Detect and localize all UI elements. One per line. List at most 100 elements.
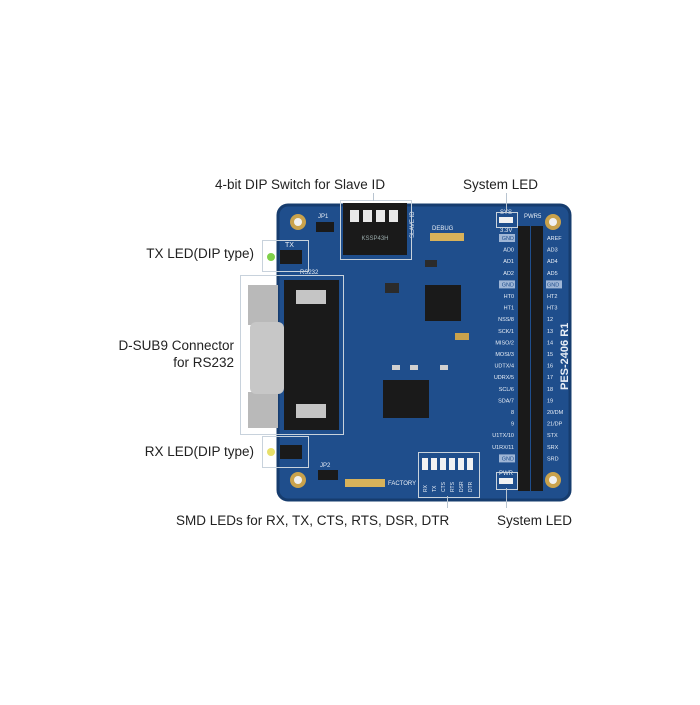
dip-switch-label: KSSP43H [361, 236, 388, 242]
mounting-hole-top-left-icon [290, 214, 306, 230]
right-header-pin-label-gnd-box [546, 280, 562, 289]
right-header-pin-label: 17 [547, 375, 553, 381]
left-header-pin-label: SCK/1 [498, 329, 514, 335]
callout-system-led-bottom: System LED [497, 513, 573, 528]
mounting-hole-bottom-left-icon [290, 472, 306, 488]
system-led-bottom-leader [506, 488, 507, 508]
pwr-label: PWR [499, 471, 514, 477]
dip-switch-leader [373, 193, 374, 201]
left-header-labels: GNDAD0AD1AD2GNDHT0HT1NSS/8SCK/1MISO/2MOS… [492, 234, 515, 463]
pwr5-label: PWR5 [524, 214, 542, 220]
right-header-pin-label: 20/DM [547, 410, 564, 416]
callout-system-led-top: System LED [463, 177, 539, 192]
right-pin-header [531, 226, 543, 491]
right-header-pin-label: STX [547, 433, 558, 439]
right-header-pin-label: 14 [547, 340, 553, 346]
right-header-pin-label: AD3 [547, 248, 558, 254]
transceiver-chip [383, 380, 429, 418]
left-header-pin-label-gnd-box [499, 454, 515, 463]
v33-label: 3.3V [500, 228, 512, 234]
smd-led-row [422, 458, 473, 470]
mounting-hole-top-right-icon [545, 214, 561, 230]
right-header-pin-label: 19 [547, 398, 553, 404]
right-header-pin-label: AREF [547, 236, 562, 242]
callout-dsub9: D-SUB9 Connector for RS232 [86, 337, 234, 371]
left-header-pin-label: UDRX/5 [494, 375, 514, 381]
system-led-bottom-icon [499, 478, 513, 484]
left-header-pin-label: U1RX/11 [492, 445, 514, 451]
jp1-label: JP1 [318, 214, 329, 220]
left-header-pin-label: U1TX/10 [492, 433, 514, 439]
left-header-pin-label: SDA/7 [498, 398, 514, 404]
jp1-header [316, 222, 334, 232]
smd-leds-frame [418, 452, 480, 498]
left-header-pin-label: AD1 [503, 259, 514, 265]
callout-smd-leds: SMD LEDs for RX, TX, CTS, RTS, DSR, DTR [176, 513, 450, 528]
right-header-pin-label: 18 [547, 387, 553, 393]
right-header-pin-label: SRD [547, 456, 559, 462]
smd-led-label-rts: RTS [450, 481, 456, 492]
smd-led-label-rx: RX [423, 484, 429, 492]
callout-dsub9-line2: for RS232 [173, 355, 234, 370]
callout-dsub9-line1: D-SUB9 Connector [118, 338, 234, 353]
right-header-pin-label: 21/DP [547, 422, 563, 428]
smd-led-label-dtr: DTR [468, 481, 474, 492]
slave-id-label: SLAVE ID [410, 211, 416, 238]
dip-switch-frame [340, 200, 412, 260]
crystal [455, 333, 469, 340]
jp2-label: JP2 [320, 463, 331, 469]
right-header-pin-label: HT2 [547, 294, 557, 300]
factory-label: FACTORY [388, 481, 416, 487]
factory-header [345, 479, 385, 487]
left-header-pin-label: NSS/8 [498, 317, 514, 323]
mounting-hole-bottom-right-icon [545, 472, 561, 488]
smd-leds-leader [447, 496, 448, 508]
system-led-top-icon [499, 217, 513, 223]
left-header-pin-label: MISO/2 [495, 340, 514, 346]
sys-label: SYS [500, 210, 512, 216]
pcb-body [278, 205, 570, 500]
system-led-top-leader [506, 193, 507, 213]
debug-label: DEBUG [432, 226, 454, 232]
callout-dip-switch: 4-bit DIP Switch for Slave ID [215, 177, 386, 192]
left-header-pin-label: 8 [511, 410, 514, 416]
rx-led-frame [262, 436, 309, 468]
dip-switch: KSSP43H [343, 203, 407, 255]
right-header-pin-label: GND [547, 282, 559, 288]
smd-led-label-tx: TX [432, 485, 438, 492]
right-header-pin-label: 15 [547, 352, 553, 358]
left-header-pin-label: AD2 [503, 271, 514, 277]
right-header-pin-label: HT3 [547, 306, 557, 312]
right-header-pin-label: AD5 [547, 271, 558, 277]
smd-led-label-dsr: DSR [459, 481, 465, 492]
left-header-pin-label: MOSI/3 [495, 352, 514, 358]
left-header-pin-label: AD0 [503, 248, 514, 254]
model-label: PES-2406 R1 [559, 323, 571, 390]
smd-led-label-cts: CTS [441, 481, 447, 492]
right-header-pin-label: AD4 [547, 259, 558, 265]
left-header-pin-label-gnd-box [499, 234, 515, 242]
left-header-pin-label-gnd-box [499, 280, 515, 289]
left-header-pin-label: 9 [511, 422, 514, 428]
left-header-pin-label: GND [502, 282, 514, 288]
right-header-pin-label: SRX [547, 445, 559, 451]
left-header-pin-label: HT0 [504, 294, 514, 300]
tx-label: TX [285, 242, 294, 249]
callout-rx-led: RX LED(DIP type) [144, 444, 254, 459]
tx-led-icon [267, 253, 275, 261]
jp2-header [318, 470, 338, 480]
right-header-pin-label: 12 [547, 317, 553, 323]
right-header-pin-label: 16 [547, 364, 553, 370]
system-led-bottom-frame [496, 472, 518, 490]
left-header-pin-label: GND [502, 456, 514, 462]
right-header-pin-label: 13 [547, 329, 553, 335]
tx-led-frame [262, 240, 309, 272]
left-header-pin-label: GND [502, 236, 514, 242]
rs232-label: RS232 [300, 270, 319, 276]
left-pin-header [518, 226, 530, 491]
left-header-pin-label: SCL/6 [499, 387, 514, 393]
rx-led-icon [267, 448, 275, 456]
